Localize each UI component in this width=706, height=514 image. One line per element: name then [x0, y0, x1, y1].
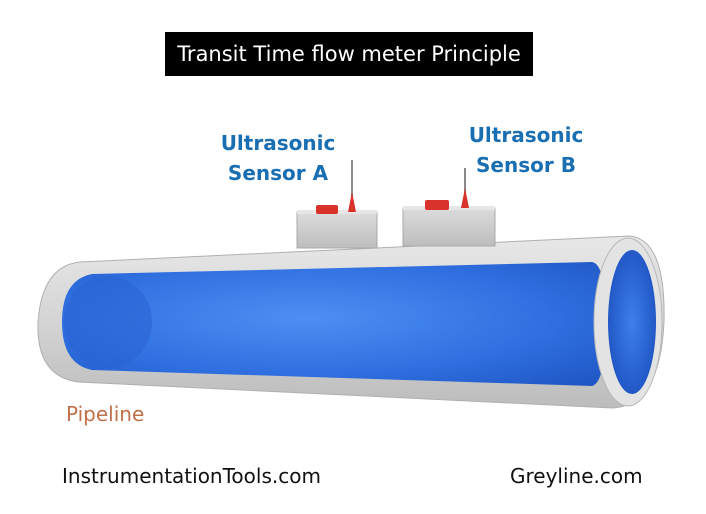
diagram-title: Transit Time flow meter Principle [165, 32, 533, 76]
sensor-b [402, 168, 496, 247]
sensor-a-label-line2: Sensor A [227, 161, 329, 185]
pipeline-label: Pipeline [66, 402, 145, 426]
footer-credit-left: InstrumentationTools.com [62, 464, 321, 488]
sensor-a-label: Ultrasonic Sensor A [210, 128, 346, 188]
sensor-a-label-line1: Ultrasonic [220, 131, 336, 155]
pipe-water [62, 262, 606, 386]
sensor-b-label-line2: Sensor B [476, 153, 576, 177]
sensor-b-label-line1: Ultrasonic [468, 123, 584, 147]
pipe-inner-end-shadow [64, 276, 152, 368]
sensor-a-body [296, 211, 378, 249]
sensor-b-body [402, 207, 496, 247]
footer-credit-right: Greyline.com [510, 464, 643, 488]
pipe-end-water [608, 250, 656, 394]
sensor-a [296, 160, 378, 249]
sensor-a-antenna-tip [348, 192, 356, 212]
sensor-b-label: Ultrasonic Sensor B [458, 120, 594, 180]
sensor-b-red-indicator [425, 200, 449, 210]
sensor-b-antenna-tip [461, 188, 469, 208]
sensor-a-red-indicator [316, 205, 338, 214]
